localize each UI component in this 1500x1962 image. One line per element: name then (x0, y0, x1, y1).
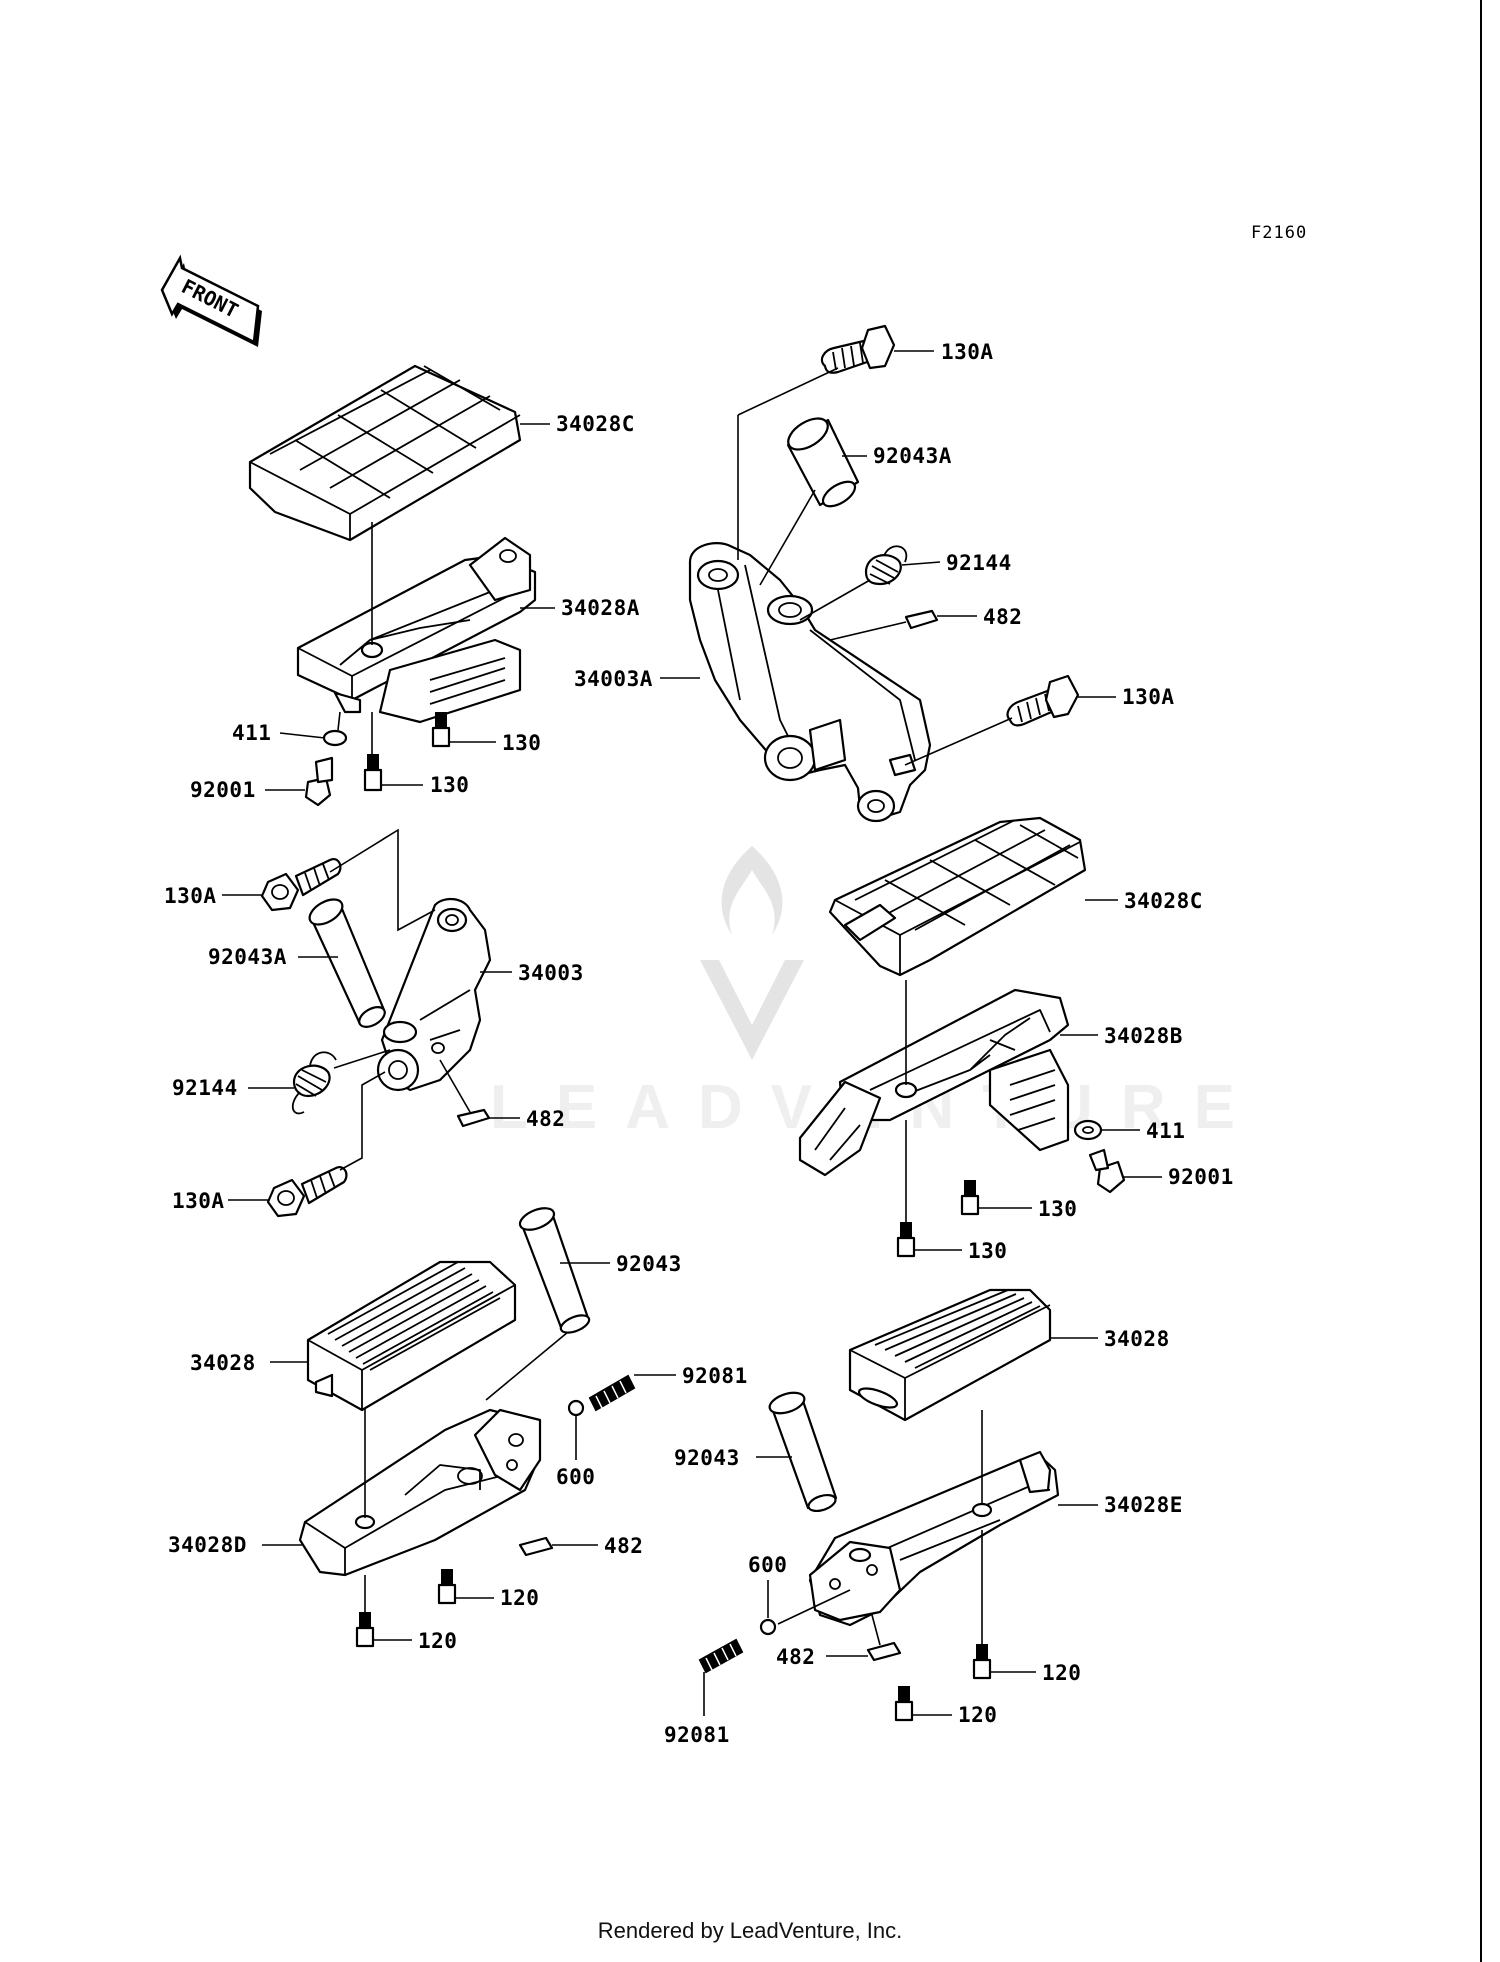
callout-34028c-upper: 34028C (556, 412, 635, 436)
callout-600-left: 600 (556, 1465, 595, 1489)
callout-34003: 34003 (518, 961, 584, 985)
footpeg-rubber-lower-left (308, 1262, 515, 1410)
callout-34028e: 34028E (1104, 1493, 1183, 1517)
spring-92081-right (700, 1640, 742, 1672)
grease-nipple-92001-mid (1090, 1150, 1124, 1192)
ball-600-right (761, 1620, 775, 1634)
bolt-120-left-a (439, 1570, 455, 1603)
bolt-120-right-a (974, 1645, 990, 1678)
pin-92043a-mid (305, 894, 388, 1031)
bolt-130-mid-b (898, 1223, 914, 1256)
callout-130-upper-a: 130 (502, 731, 541, 755)
callout-92081-left: 92081 (682, 1364, 748, 1388)
callout-92001-upper: 92001 (190, 778, 256, 802)
callout-482-top: 482 (983, 605, 1022, 629)
callout-92001-mid: 92001 (1168, 1165, 1234, 1189)
bracket-34003 (378, 899, 490, 1090)
spring-92144-top (866, 546, 906, 584)
footpeg-rubber-upper-left (250, 366, 520, 540)
footer-credit: Rendered by LeadVenture, Inc. (0, 1918, 1500, 1944)
pin-482-lower-left (520, 1538, 552, 1555)
bracket-34003a (690, 543, 930, 821)
pin-482-top (906, 611, 937, 628)
callout-130-upper-b: 130 (430, 773, 469, 797)
callout-34028b: 34028B (1104, 1024, 1183, 1048)
pin-482-mid (458, 1110, 489, 1126)
callout-482-lower-right: 482 (776, 1645, 815, 1669)
callout-130a-right: 130A (1122, 685, 1175, 709)
pin-92043-right (767, 1389, 837, 1514)
spring-92081-left (590, 1376, 634, 1410)
callout-130a-top: 130A (941, 340, 994, 364)
callout-482-mid: 482 (526, 1107, 565, 1131)
callout-34028-right: 34028 (1104, 1327, 1170, 1351)
callout-120-right-a: 120 (1042, 1661, 1081, 1685)
bolt-130a-top (822, 326, 894, 373)
bolt-130a-mid-lower (268, 1167, 346, 1216)
front-arrow-icon: FRONT (162, 258, 262, 347)
callout-482-lower-left: 482 (604, 1534, 643, 1558)
callout-34003a: 34003A (574, 667, 653, 691)
callout-92043a-top: 92043A (873, 444, 952, 468)
callout-130a-mid-lower: 130A (172, 1189, 225, 1213)
footpeg-bracket-34028b (800, 990, 1068, 1175)
spring-92144-mid (293, 1052, 336, 1113)
callout-120-left-b: 120 (418, 1629, 457, 1653)
figure-code: F2160 (1251, 223, 1307, 243)
pin-92043a-top (783, 412, 859, 511)
footpeg-bracket-34028d (300, 1410, 540, 1575)
ball-600-left (569, 1401, 583, 1415)
callout-34028-left: 34028 (190, 1351, 256, 1375)
callout-600-right: 600 (748, 1553, 787, 1577)
callout-92043a-mid: 92043A (208, 945, 287, 969)
bolt-120-left-b (357, 1613, 373, 1646)
bolt-120-right-b (896, 1687, 912, 1720)
pin-92043-left (517, 1204, 592, 1336)
washer-411-upper (324, 731, 346, 745)
footpeg-rubber-mid-right (830, 818, 1085, 975)
callout-92043-left: 92043 (616, 1252, 682, 1276)
callout-411-mid: 411 (1146, 1119, 1185, 1143)
callout-130-mid-b: 130 (968, 1239, 1007, 1263)
bolt-130-upper-a (433, 713, 449, 746)
callout-120-right-b: 120 (958, 1703, 997, 1727)
callout-130a-mid-upper: 130A (164, 884, 217, 908)
washer-411-mid (1075, 1121, 1101, 1139)
footpeg-rubber-lower-right (850, 1290, 1050, 1420)
footpeg-bracket-34028e (810, 1452, 1058, 1625)
callout-120-left-a: 120 (500, 1586, 539, 1610)
pin-482-lower-right (868, 1643, 900, 1660)
callout-34028d: 34028D (168, 1533, 247, 1557)
callout-130-mid-a: 130 (1038, 1197, 1077, 1221)
grease-nipple-92001-upper (306, 758, 332, 805)
footpeg-bracket-upper-left (298, 538, 535, 722)
callout-92144-top: 92144 (946, 551, 1012, 575)
bolt-130-mid-a (962, 1181, 978, 1214)
bolt-130a-right (1008, 676, 1078, 725)
callout-34028a: 34028A (561, 596, 640, 620)
callout-411-upper: 411 (232, 721, 271, 745)
callout-92043-right: 92043 (674, 1446, 740, 1470)
callout-34028c-mid: 34028C (1124, 889, 1203, 913)
callout-92081-right: 92081 (664, 1723, 730, 1747)
callout-92144-mid: 92144 (172, 1076, 238, 1100)
bolt-130-upper-b (365, 755, 381, 790)
